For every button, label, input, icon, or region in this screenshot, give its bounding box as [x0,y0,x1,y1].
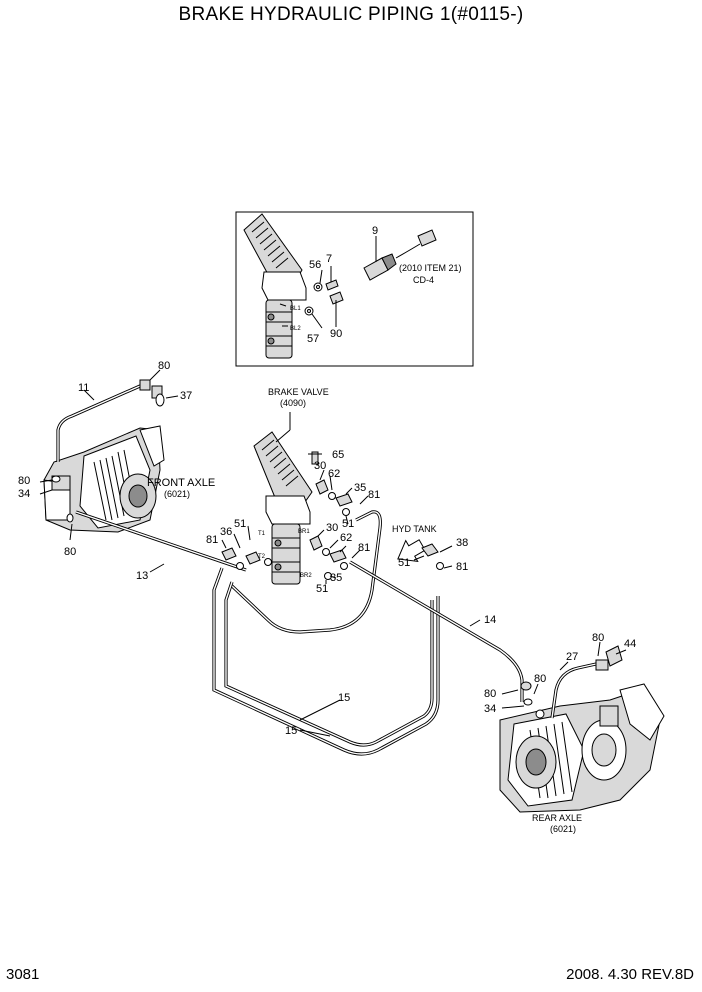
callout-80-top: 80 [158,360,170,372]
label-front-axle: FRONT AXLE [147,477,215,489]
callout-80-rear-left: 80 [484,688,496,700]
callout-34-rear: 34 [484,703,496,715]
callout-56: 56 [309,259,321,271]
page-number: 3081 [6,966,40,983]
label-rear-axle-ref: (6021) [550,824,576,834]
port-t2: T2 [258,554,266,560]
callout-35-lower: 35 [330,572,342,584]
callout-35-upper: 35 [354,482,366,494]
front-axle [43,425,165,533]
callout-81-upper: 81 [368,489,380,501]
port-bl1: BL1 [290,306,301,312]
callout-14: 14 [484,614,496,626]
front-differential-ribs [93,449,137,521]
callout-57: 57 [307,333,319,345]
callout-51-left: 51 [234,518,246,530]
callout-80-front-bottom: 80 [64,546,76,558]
callout-62-lower: 62 [340,532,352,544]
hose-27 [550,662,597,719]
rear-axle [499,683,665,813]
inset-part-56 [313,282,323,292]
inset-part-57 [304,306,314,316]
callout-27: 27 [566,651,578,663]
port-br1: BR1 [298,529,310,535]
port-bl2: BL2 [290,326,301,332]
callout-90: 90 [330,328,342,340]
brake-valve [253,431,313,585]
pipe-upper-loop [230,510,382,634]
inset-part-7 [325,279,339,291]
callout-15-lower: 15 [285,725,297,737]
callout-65: 65 [332,449,344,461]
label-rear-axle: REAR AXLE [532,813,582,823]
callout-30-upper: 30 [314,460,326,472]
inset-part-9-switch [363,253,397,281]
callout-44: 44 [624,638,636,650]
callout-15-upper: 15 [338,692,350,704]
label-brake-valve: BRAKE VALVE [268,387,329,397]
port-br2: BR2 [300,573,312,579]
callout-38: 38 [456,537,468,549]
callout-62-upper: 62 [328,468,340,480]
inset-brake-pedal [243,213,307,359]
callout-30-lower: 30 [326,522,338,534]
callout-81-lower: 81 [358,542,370,554]
callout-36: 36 [220,526,232,538]
label-brake-valve-ref: (4090) [280,398,306,408]
inset-harness [395,229,437,259]
pipe-15-loop [212,567,440,756]
callout-13: 13 [136,570,148,582]
hyd-tank-arrow [397,539,426,563]
callout-37: 37 [180,390,192,402]
callout-11: 11 [78,382,89,394]
inset-frame [235,211,474,367]
callout-80-rear: 80 [534,673,546,685]
diagram-title: BRAKE HYDRAULIC PIPING 1(#0115-) [178,4,524,25]
callout-51-lower: 51 [316,583,328,595]
hose-11 [56,384,141,462]
callout-7: 7 [326,253,332,265]
callout-51-tank: 51 [398,557,410,569]
ref-2010-item-21: (2010 ITEM 21) [399,263,462,273]
inset-part-90 [329,291,344,305]
label-hyd-tank: HYD TANK [392,524,437,534]
ref-cd-4: CD-4 [413,275,434,285]
label-front-axle-ref: (6021) [164,489,190,499]
callout-80-front-left: 80 [18,475,30,487]
hose-13 [75,510,247,572]
revision-date: 2008. 4.30 REV.8D [566,966,694,983]
callout-81-left: 81 [206,534,218,546]
fittings [51,379,623,719]
callout-81-tank: 81 [456,561,468,573]
callout-51-upper: 51 [342,518,354,530]
callout-80-rear-right: 80 [592,632,604,644]
callout-34-front: 34 [18,488,30,500]
port-t1: T1 [258,531,266,537]
callout-9: 9 [372,225,378,237]
brake-pedal-inset: 9 7 56 57 90 (2010 ITEM 21) CD-4 BL1 BL2 [235,211,474,367]
pipe-14 [349,560,524,702]
